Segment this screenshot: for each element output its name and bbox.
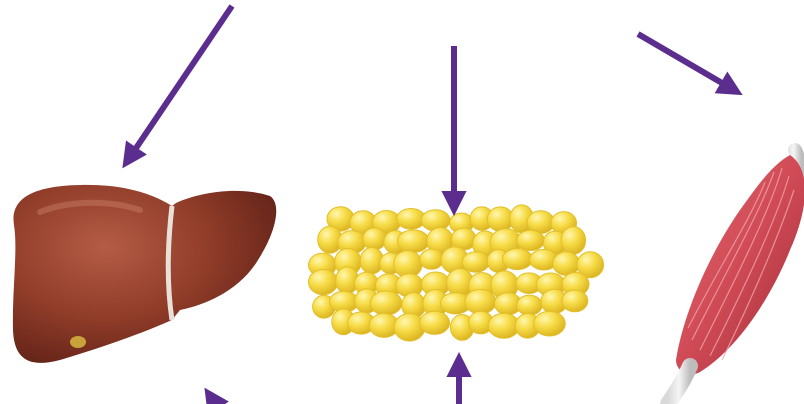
fat-cell [420,311,450,334]
arrow-from-liver [210,396,226,404]
muscle-icon [668,150,804,404]
fat-cells-icon [309,205,604,341]
fat-cell [309,270,338,295]
fat-cell [421,210,450,231]
arrow-to-liver [128,6,232,160]
fat-cell [398,230,430,253]
arrow-to-muscle [638,34,734,90]
fat-cell [562,290,588,312]
fat-cell [465,289,496,314]
fat-cell [462,252,489,272]
fat-cell [517,295,542,315]
fat-cell [370,291,402,315]
fat-cell [502,249,532,270]
fat-cell [488,313,519,338]
fat-cell [420,249,444,269]
fat-cell [553,252,580,275]
fat-cell [534,311,566,336]
liver-icon [13,185,276,363]
fat-cell [363,228,386,250]
fat-cell [561,227,586,255]
fat-cell [517,230,545,250]
